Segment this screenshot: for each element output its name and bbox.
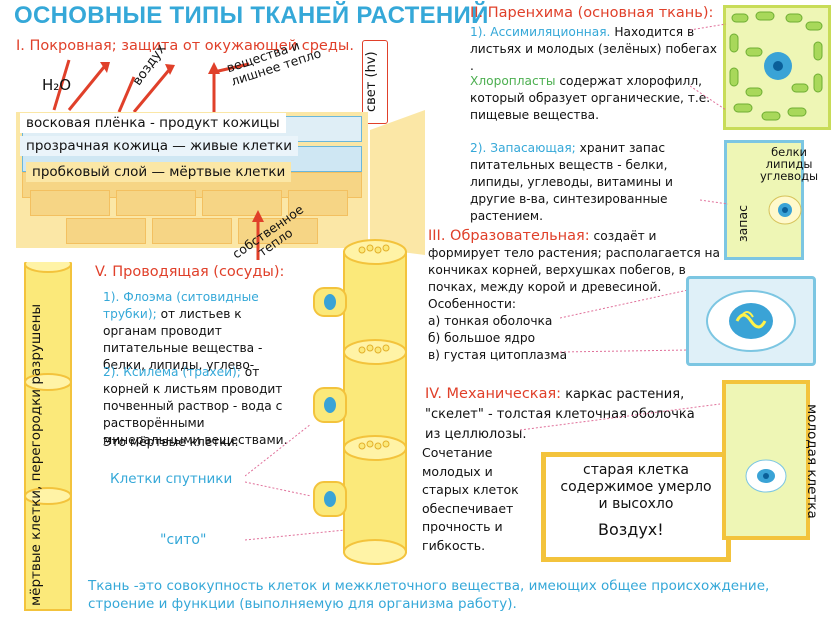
parenchyma-pointers: [690, 23, 727, 111]
feature-b: б) большое ядро: [428, 331, 536, 345]
phloem-block: 1). Флоэма (ситовидные трубки); от листь…: [103, 289, 293, 374]
light-box: [362, 40, 388, 124]
wax-label: восковая плёнка - продукт кожицы: [20, 113, 286, 133]
assim-text: Находится в листьях и молодых (зелёных) …: [470, 25, 717, 73]
store-lead: 2). Запасающая;: [470, 141, 576, 155]
storage-nucleus: [768, 195, 802, 225]
storage-pointer: [700, 199, 729, 205]
section5-heading: V. Проводящая (сосуды):: [95, 264, 285, 280]
section3-block: III. Образовательная: создаёт и формируе…: [428, 228, 728, 296]
feature-c: в) густая цитоплазма: [428, 348, 568, 362]
meristem-pointers: [560, 289, 689, 353]
section3-heading: III. Образовательная:: [428, 228, 590, 244]
assim-block: 1). Ассимиляционная. Находится в листьях…: [470, 24, 720, 75]
section4-text: каркас растения, "скелет" - толстая клет…: [425, 387, 695, 442]
companion-label: Клетки спутники: [110, 471, 233, 487]
chloro-block: Хлоропласты содержат хлорофилл, который …: [470, 73, 725, 124]
store-text: хранит запас питательных веществ - белки…: [470, 141, 673, 223]
assimilation-cell-image: [723, 5, 831, 130]
section4-heading: IV. Механическая:: [425, 386, 562, 402]
section4-block: IV. Механическая: каркас растения, "скел…: [425, 384, 705, 445]
chloro-text: содержат хлорофилл, который образует орг…: [470, 74, 711, 122]
chloro-lead: Хлоропласты: [470, 74, 556, 88]
footer-definition: Ткань -это совокупность клеток и межклет…: [88, 578, 770, 612]
own-heat-arrow: [252, 210, 264, 260]
assim-lead: 1). Ассимиляционная.: [470, 25, 611, 39]
section2-heading: II. Паренхима (основная ткань):: [470, 5, 714, 21]
xylem-lead: 2). Ксилема (трахеи);: [103, 365, 241, 379]
zoom-triangle: [370, 110, 425, 255]
old-cell-text: старая клетка содержимое умерло и высохл…: [560, 462, 712, 512]
old-cell-image: [541, 452, 731, 562]
feature-a: а) тонкая оболочка: [428, 314, 553, 328]
section1-heading: I. Покровная; защита от окужающей среды.: [16, 38, 354, 54]
young-cell-label: молодая клетка: [804, 404, 820, 519]
old-cell-air: Воздух!: [598, 520, 664, 539]
section3-text: создаёт и формирует тело растения; распо…: [428, 229, 720, 294]
features-title: Особенности:: [428, 297, 516, 311]
h2o-label: H₂O: [42, 76, 72, 94]
sieve-label: "сито": [160, 532, 207, 548]
skin-label: прозрачная кожица — живые клетки: [20, 136, 299, 156]
young-cell-image: [722, 380, 810, 540]
page-title: ОСНОВНЫЕ ТИПЫ ТКАНЕЙ РАСТЕНИЙ: [14, 2, 489, 29]
phloem-lead: 1). Флоэма (ситовидные трубки);: [103, 290, 259, 321]
conducting-pointers: [245, 423, 346, 541]
cork-label: пробковый слой — мёртвые клетки: [26, 162, 292, 182]
store-side-label: запас: [735, 204, 750, 242]
store-image-label: белки липиды углеводы: [760, 145, 819, 183]
vessel-image: [313, 239, 407, 565]
dead-cells-label: мёртвые клетки, перегородки разрушены: [28, 303, 44, 606]
dead-cells-column: [24, 262, 72, 611]
phloem-text: от листьев к органам проводит питательны…: [103, 307, 263, 372]
combo-text: Сочетание молодых и старых клеток обеспе…: [422, 445, 519, 553]
light-label: свет (hv): [364, 51, 379, 112]
xylem-block: 2). Ксилема (трахеи); от корней к листья…: [103, 364, 303, 449]
meristem-cell-image: [686, 276, 816, 366]
store-block: 2). Запасающая; хранит запас питательных…: [470, 140, 720, 225]
mechanical-pointer: [520, 403, 721, 431]
xylem-text: от корней к листьям проводит почвенный р…: [103, 365, 288, 447]
section1-arrows: [52, 59, 250, 113]
xylem-note: Это мёртвые клетки.: [103, 435, 239, 449]
